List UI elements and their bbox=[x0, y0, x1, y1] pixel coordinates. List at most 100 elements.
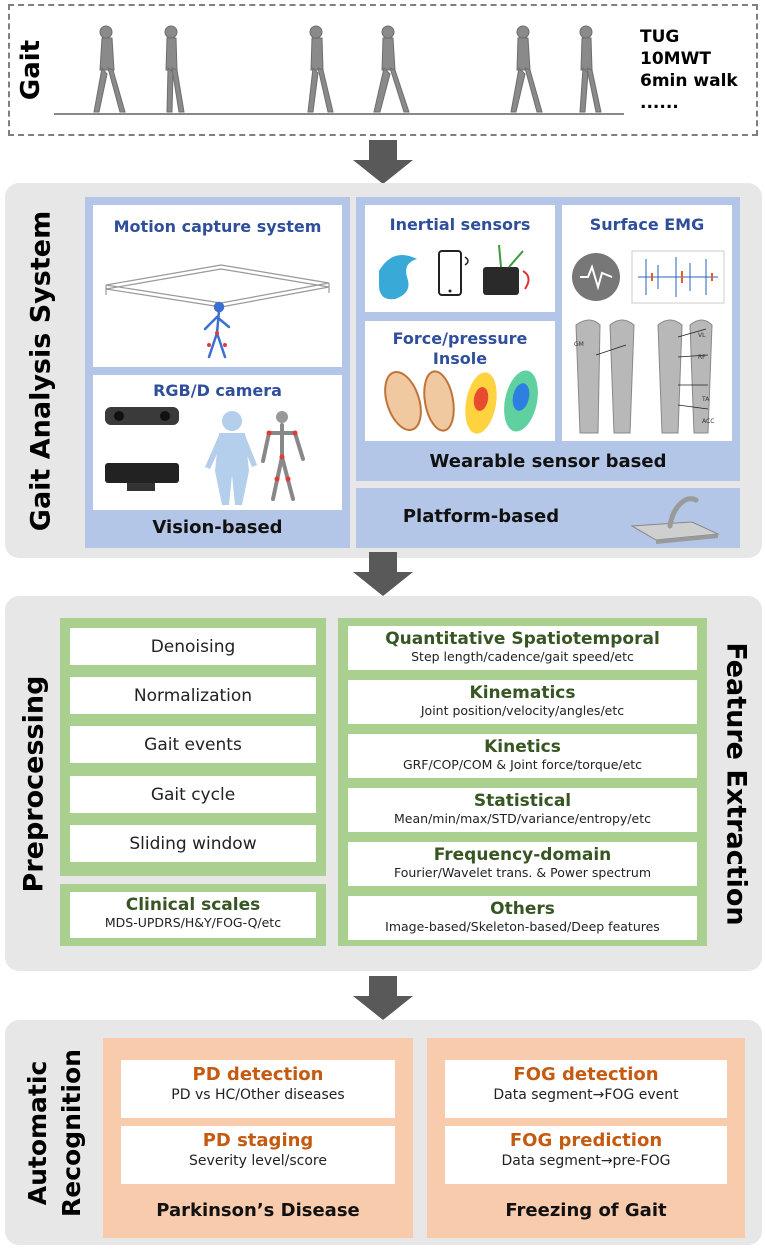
motion-capture-box: Motion capture system bbox=[93, 205, 342, 367]
feature-item-title: Others bbox=[490, 899, 555, 919]
feature-item: Kinetics GRF/COP/COM & Joint force/torqu… bbox=[348, 734, 697, 778]
surface-emg-image bbox=[572, 250, 725, 434]
processing-section: Preprocessing Denoising Normalization Ga… bbox=[5, 596, 762, 971]
feature-item: Statistical Mean/min/max/STD/variance/en… bbox=[348, 788, 697, 832]
feature-extraction-label-area: Feature Extraction bbox=[710, 596, 762, 971]
clinical-scales-desc: MDS-UPDRS/H&Y/FOG-Q/etc bbox=[104, 915, 282, 930]
pressure-insole-image bbox=[384, 370, 538, 434]
rgbd-camera-box: RGB/D camera bbox=[93, 375, 342, 510]
feature-item-desc: Mean/min/max/STD/variance/entropy/etc bbox=[394, 811, 651, 826]
platform-based-panel: Platform-based bbox=[356, 488, 740, 548]
feature-item-desc: GRF/COP/COM & Joint force/torque/etc bbox=[402, 757, 643, 772]
down-arrow-icon bbox=[353, 552, 413, 596]
platform-based-label: Platform-based bbox=[402, 506, 560, 527]
freezing-of-gait-label: Freezing of Gait bbox=[505, 1200, 667, 1221]
preprocessing-panel: Denoising Normalization Gait events Gait… bbox=[60, 618, 326, 876]
inertial-sensors-title: Inertial sensors bbox=[389, 215, 531, 234]
fog-prediction-title: FOG prediction bbox=[509, 1130, 663, 1151]
wearable-sensor-panel: Inertial sensors Force/pressure Insole bbox=[356, 197, 740, 481]
fog-prediction-box: FOG prediction Data segment→pre-FOG bbox=[445, 1126, 727, 1184]
parkinsons-panel: PD detection PD vs HC/Other diseases PD … bbox=[103, 1038, 413, 1238]
motion-capture-title: Motion capture system bbox=[113, 217, 322, 236]
gait-label: Gait bbox=[16, 39, 46, 101]
rgbd-camera-title: RGB/D camera bbox=[153, 381, 282, 400]
preprocessing-item: Denoising bbox=[70, 628, 316, 665]
gait-analysis-label: Gait Analysis System bbox=[25, 210, 57, 531]
fog-detection-title: FOG detection bbox=[513, 1064, 659, 1085]
force-pressure-title-line2: Insole bbox=[432, 349, 488, 368]
feature-item-desc: Joint position/velocity/angles/etc bbox=[420, 703, 625, 718]
emg-muscle-label: ACC bbox=[702, 418, 715, 425]
force-pressure-box: Force/pressure Insole bbox=[365, 321, 555, 441]
pd-staging-box: PD staging Severity level/score bbox=[121, 1126, 395, 1184]
surface-emg-box: Surface EMG bbox=[562, 205, 732, 441]
feature-item: Quantitative Spatiotemporal Step length/… bbox=[348, 626, 697, 670]
preprocessing-label: Preprocessing bbox=[18, 675, 50, 892]
recognition-label-area: Automatic Recognition bbox=[5, 1020, 105, 1245]
emg-muscle-labels: VL RF bbox=[698, 325, 706, 369]
vision-based-panel: Motion capture system RGB/ bbox=[85, 197, 350, 548]
recognition-label-line: Automatic bbox=[23, 1060, 52, 1205]
down-arrow-icon bbox=[353, 976, 413, 1020]
parkinsons-label: Parkinson’s Disease bbox=[156, 1200, 360, 1221]
freezing-of-gait-panel: FOG detection Data segment→FOG event FOG… bbox=[427, 1038, 745, 1238]
feature-item-desc: Image-based/Skeleton-based/Deep features bbox=[385, 919, 660, 934]
feature-item-title: Kinetics bbox=[484, 737, 561, 757]
pd-detection-title: PD detection bbox=[192, 1064, 324, 1085]
inertial-sensors-box: Inertial sensors bbox=[365, 205, 555, 312]
gait-test-item: ...... bbox=[640, 93, 679, 113]
recognition-section: Automatic Recognition PD detection PD vs… bbox=[5, 1020, 762, 1245]
gait-test-item: 6min walk bbox=[640, 71, 738, 91]
emg-muscle-label: GM bbox=[574, 341, 584, 348]
feature-item-desc: Step length/cadence/gait speed/etc bbox=[411, 649, 634, 664]
clinical-scales-box: Clinical scales MDS-UPDRS/H&Y/FOG-Q/etc bbox=[70, 892, 316, 938]
feature-item-title: Frequency-domain bbox=[433, 845, 612, 865]
pd-staging-title: PD staging bbox=[202, 1130, 314, 1151]
pd-staging-desc: Severity level/score bbox=[189, 1153, 327, 1169]
fog-prediction-desc: Data segment→pre-FOG bbox=[501, 1153, 671, 1169]
preprocessing-item: Gait cycle bbox=[70, 776, 316, 813]
wearable-sensor-label: Wearable sensor based bbox=[429, 451, 667, 472]
feature-item-title: Quantitative Spatiotemporal bbox=[385, 629, 660, 649]
clinical-scales-title: Clinical scales bbox=[125, 895, 261, 915]
feature-item: Frequency-domain Fourier/Wavelet trans. … bbox=[348, 842, 697, 886]
feature-item-title: Kinematics bbox=[469, 683, 576, 703]
feature-item: Kinematics Joint position/velocity/angle… bbox=[348, 680, 697, 724]
pd-detection-desc: PD vs HC/Other diseases bbox=[171, 1087, 345, 1103]
recognition-label-line: Recognition bbox=[57, 1048, 86, 1217]
emg-muscle-label: RF bbox=[698, 354, 706, 361]
force-pressure-title-line1: Force/pressure bbox=[392, 329, 528, 348]
gait-analysis-label-area: Gait Analysis System bbox=[5, 183, 77, 558]
rgbd-camera-image bbox=[105, 407, 305, 505]
feature-item-title: Statistical bbox=[473, 791, 572, 811]
preprocessing-item: Sliding window bbox=[70, 825, 316, 862]
motion-capture-image bbox=[105, 264, 330, 359]
walking-figures-image bbox=[54, 25, 624, 115]
gait-analysis-section: Gait Analysis System Motion capture syst… bbox=[5, 183, 762, 558]
gait-test-item: TUG bbox=[640, 27, 680, 47]
feature-extraction-label: Feature Extraction bbox=[720, 641, 752, 926]
recognition-label: Automatic Recognition bbox=[21, 1049, 89, 1217]
inertial-sensors-image bbox=[379, 244, 530, 300]
emg-muscle-label: TA bbox=[702, 396, 710, 403]
feature-extraction-panel: Quantitative Spatiotemporal Step length/… bbox=[338, 618, 707, 946]
gait-test-item: 10MWT bbox=[640, 49, 711, 69]
emg-muscle-label: VL bbox=[698, 332, 706, 339]
preprocessing-label-area: Preprocessing bbox=[5, 596, 63, 971]
down-arrow-icon bbox=[353, 140, 413, 184]
emg-muscle-labels-lower: TA ACC bbox=[702, 389, 714, 433]
vision-based-label: Vision-based bbox=[152, 517, 283, 538]
gait-label-area: Gait bbox=[10, 6, 52, 134]
preprocessing-item: Gait events bbox=[70, 726, 316, 763]
clinical-scales-panel: Clinical scales MDS-UPDRS/H&Y/FOG-Q/etc bbox=[60, 884, 326, 946]
fog-detection-box: FOG detection Data segment→FOG event bbox=[445, 1060, 727, 1118]
force-platform-image bbox=[630, 496, 720, 544]
feature-item-desc: Fourier/Wavelet trans. & Power spectrum bbox=[393, 865, 652, 880]
pd-detection-box: PD detection PD vs HC/Other diseases bbox=[121, 1060, 395, 1118]
feature-item: Others Image-based/Skeleton-based/Deep f… bbox=[348, 896, 697, 940]
gait-tests-list: TUG 10MWT 6min walk ...... bbox=[640, 26, 738, 114]
preprocessing-item: Normalization bbox=[70, 677, 316, 714]
surface-emg-title: Surface EMG bbox=[589, 215, 705, 234]
gait-section: Gait bbox=[8, 4, 758, 136]
fog-detection-desc: Data segment→FOG event bbox=[493, 1087, 679, 1103]
